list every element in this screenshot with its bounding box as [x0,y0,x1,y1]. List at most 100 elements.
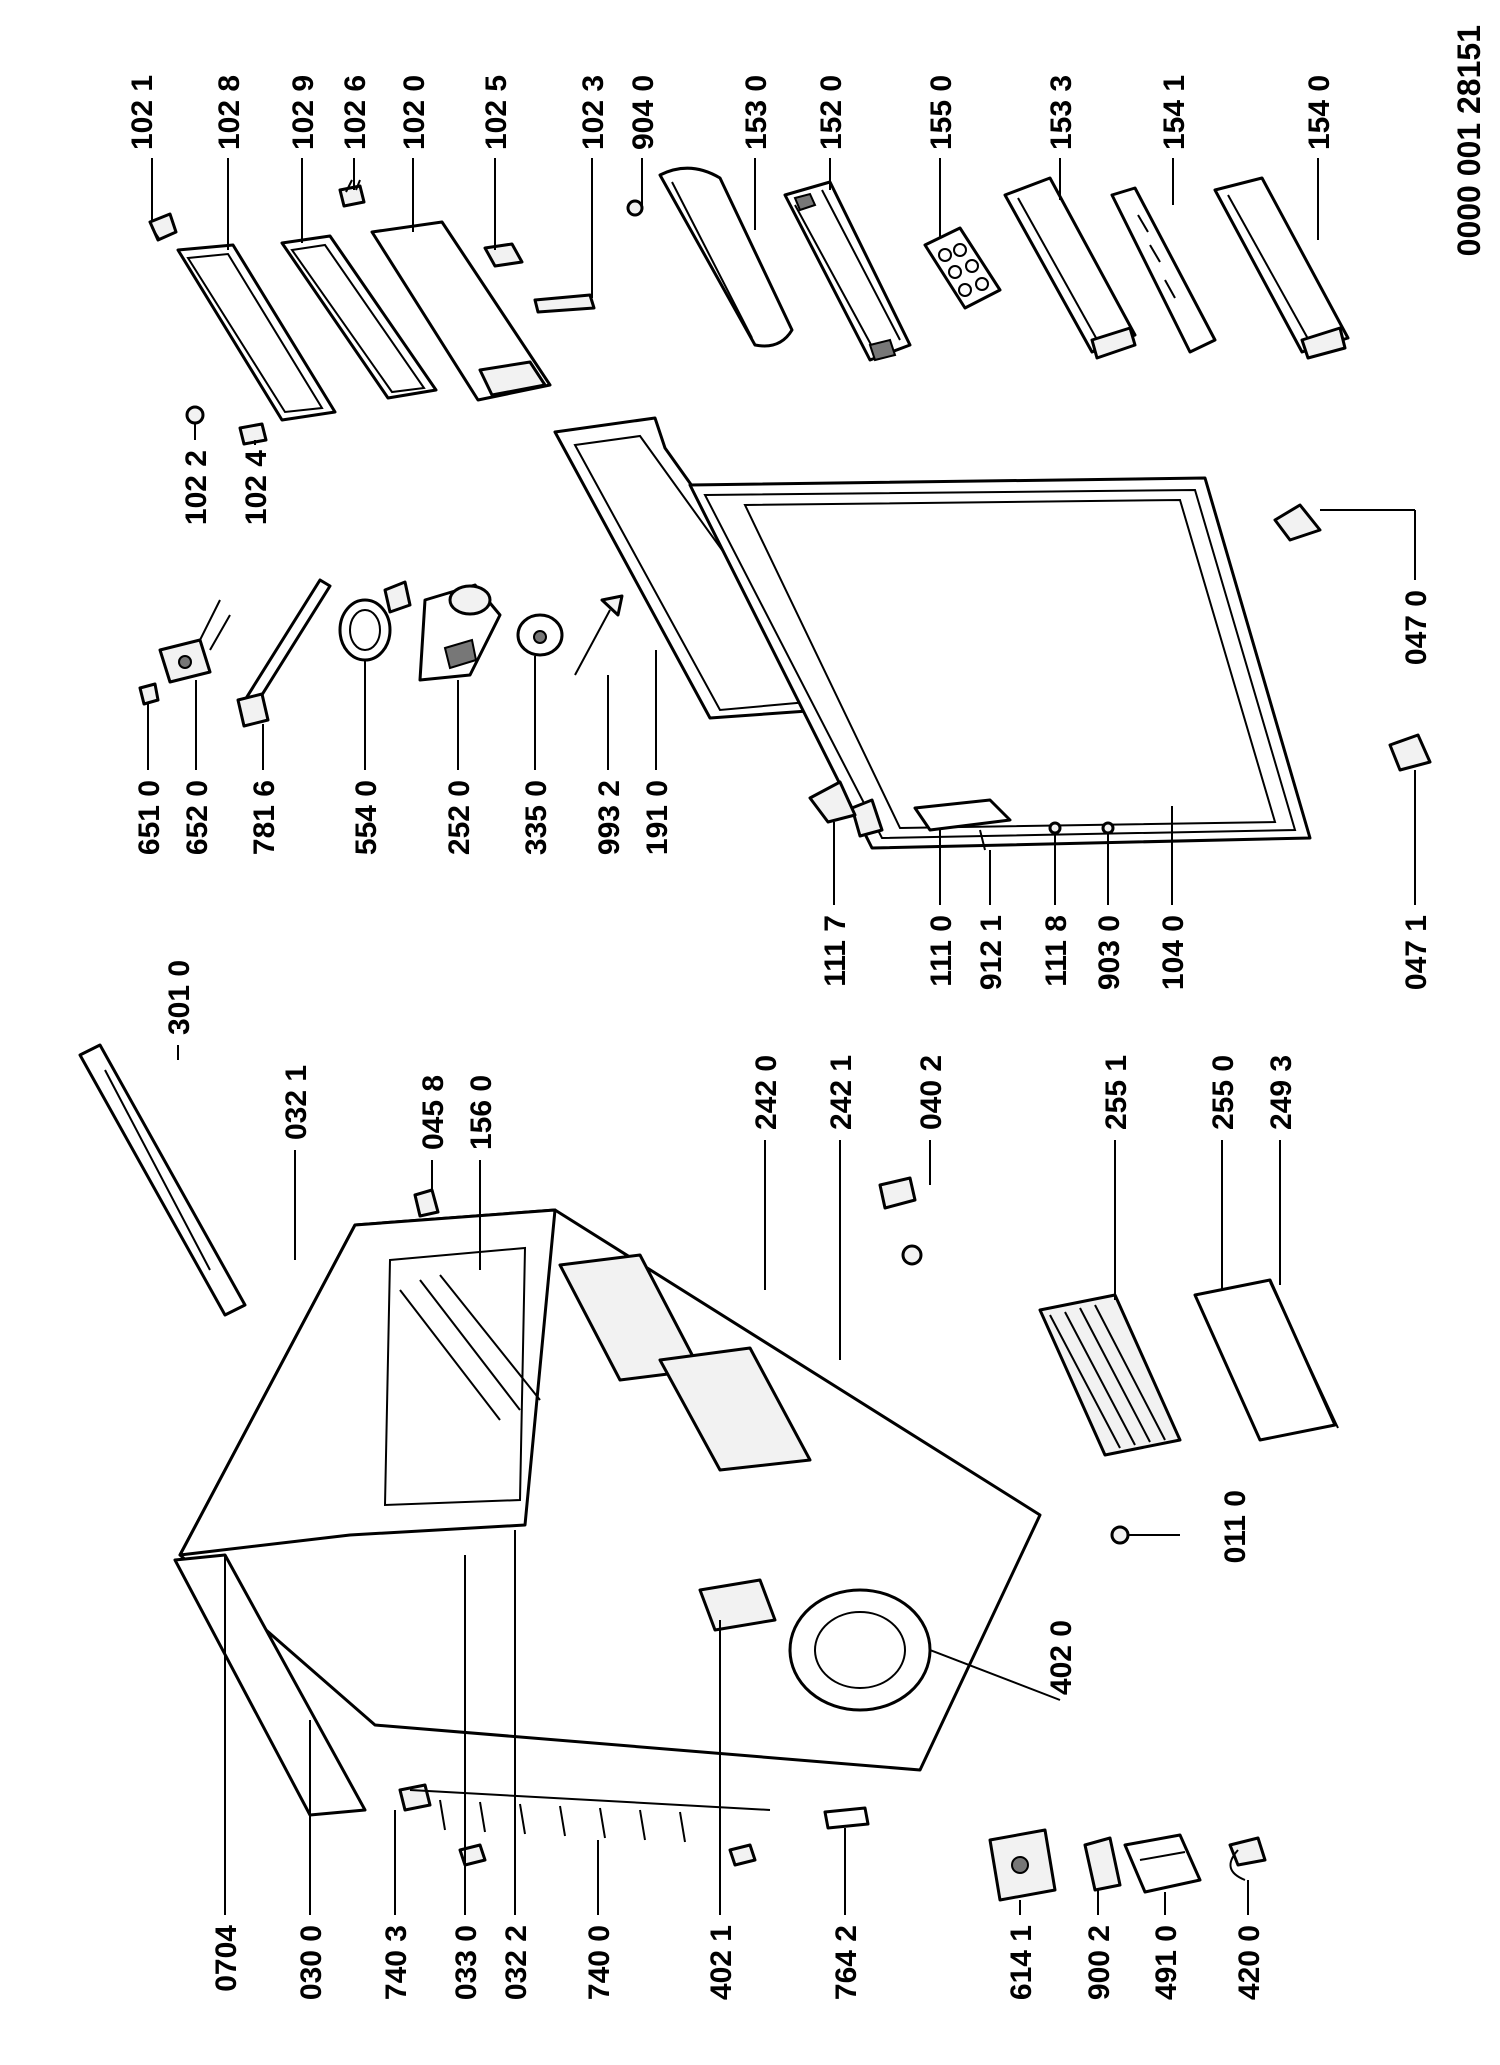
part-1533-door-shelf [1003,176,1137,360]
part-1040-fridge-door [688,476,1312,850]
callout-255-1: 255 1 [1100,1055,1133,1130]
callout-614-1: 614 1 [1005,1925,1038,2000]
part-1025-label-plate [483,242,524,268]
part-9002-clip [1083,1836,1122,1892]
part-1024-clip [238,422,268,446]
callout-402-1: 402 1 [705,1925,738,2000]
callout-242-0: 242 0 [750,1055,783,1130]
part-6520-thermostat-bracket [158,599,231,684]
part-0110-screw [1110,1525,1130,1545]
callout-993-2: 993 2 [593,780,626,855]
part-1520-bottle-rack [783,180,912,362]
callout-652-0: 652 0 [181,780,214,855]
part-0402-hinge [878,1176,923,1266]
callout-102-1: 102 1 [126,75,159,150]
callout-033-0: 033 0 [450,1925,483,2000]
part-4910-cover [1123,1833,1202,1894]
callout-102-2: 102 2 [180,450,213,525]
callout-102-9: 102 9 [287,75,320,150]
part-2493-shelf-trim [1269,1281,1339,1429]
callout-491-0: 491 0 [1150,1925,1183,2000]
part-1530-door-shelf [658,166,794,348]
callout-191-0: 191 0 [641,780,674,855]
part-9030-screw [1101,821,1115,835]
callout-032-2: 032 2 [500,1925,533,2000]
callout-102-6: 102 6 [339,75,372,150]
callout-111-7: 111 7 [819,915,852,987]
callout-153-3: 153 3 [1045,75,1078,150]
part-7816-rod [236,578,332,728]
callout-154-0: 154 0 [1303,75,1336,150]
callout-651-0: 651 0 [133,780,166,855]
callout-249-3: 249 3 [1265,1055,1298,1130]
callout-040-2: 040 2 [915,1055,948,1130]
part-1118-clip [1048,821,1062,835]
callout-045-8: 045 8 [417,1075,450,1150]
part-1023-bracket [533,293,596,314]
part-1540-door-shelf [1213,176,1350,360]
callout-900-2: 900 2 [1083,1925,1116,2000]
part-9121-pin [979,829,986,851]
part-4020-compressor [698,1578,932,1712]
callout-764-2: 764 2 [830,1925,863,2000]
callout-912-1: 912 1 [975,915,1008,990]
callout-155-0: 155 0 [925,75,958,150]
part-0471-foot [1388,733,1432,772]
part-1021-hinge-cap [148,212,178,242]
callout-111-0: 111 0 [925,915,958,987]
leader-lines [147,158,1416,1915]
callout-047-0: 047 0 [1400,590,1433,665]
document-number: 0000 001 28151 [1451,25,1487,256]
part-1541-shelf-divider [1110,186,1217,354]
callout-102-5: 102 5 [480,75,513,150]
part-4200-cable [1228,1836,1267,1881]
callout-156-0: 156 0 [465,1075,498,1150]
part-0458-screw [413,1188,440,1218]
callout-335-0: 335 0 [520,780,553,855]
callout-152-0: 152 0 [815,75,848,150]
part-0470-foot [1273,503,1322,542]
part-1117-hinge-cover [808,780,857,824]
callout-904-0: 904 0 [627,75,660,150]
part-7400-condenser [409,1789,771,1867]
part-2550-glass-shelf [1193,1278,1337,1442]
callout-740-3: 740 3 [380,1925,413,2000]
callout-255-0: 255 0 [1207,1055,1240,1130]
callout-102-4: 102 4 [240,450,273,525]
part-1028-freezer-door-frame [176,243,337,422]
callout-104-0: 104 0 [1157,915,1190,990]
part-2551-wire-shelf [1038,1293,1182,1457]
callout-102-8: 102 8 [213,75,246,150]
callout-420-0: 420 0 [1233,1925,1266,2000]
callout-153-0: 153 0 [740,75,773,150]
callout-0704: 0704 [210,1925,243,1992]
callout-032-1: 032 1 [280,1065,313,1140]
part-7403-clip [398,1783,432,1812]
part-1020-freezer-door [370,220,552,402]
part-1022-screw [185,405,205,425]
callout-242-1: 242 1 [825,1055,858,1130]
callout-554-0: 554 0 [350,780,383,855]
callout-781-6: 781 6 [248,780,281,855]
callout-102-0: 102 0 [398,75,431,150]
callout-011-0: 011 0 [1219,1490,1252,1563]
part-2520-lamp-housing [418,583,502,682]
callout-301-0: 301 0 [163,960,196,1035]
callout-047-1: 047 1 [1400,915,1433,990]
part-6141-relay [988,1828,1057,1902]
part-6510-connector [138,682,160,706]
part-1026-hinge [338,179,366,208]
part-1029-freezer-door-gasket [280,234,438,400]
callout-740-0: 740 0 [583,1925,616,2000]
part-3350-knob [516,613,564,657]
callout-111-8: 111 8 [1040,915,1073,987]
callout-903-0: 903 0 [1093,915,1126,990]
part-9932-sensor [574,594,624,676]
callout-030-0: 030 0 [295,1925,328,2000]
parts-drawings [78,166,1432,1902]
part-1550-egg-tray [923,226,1002,310]
callout-labels: 102 1 102 8 102 9 102 6 102 0 102 5 102 … [126,25,1487,2000]
part-1110-handle [913,798,1012,832]
callout-402-0: 402 0 [1045,1620,1078,1695]
